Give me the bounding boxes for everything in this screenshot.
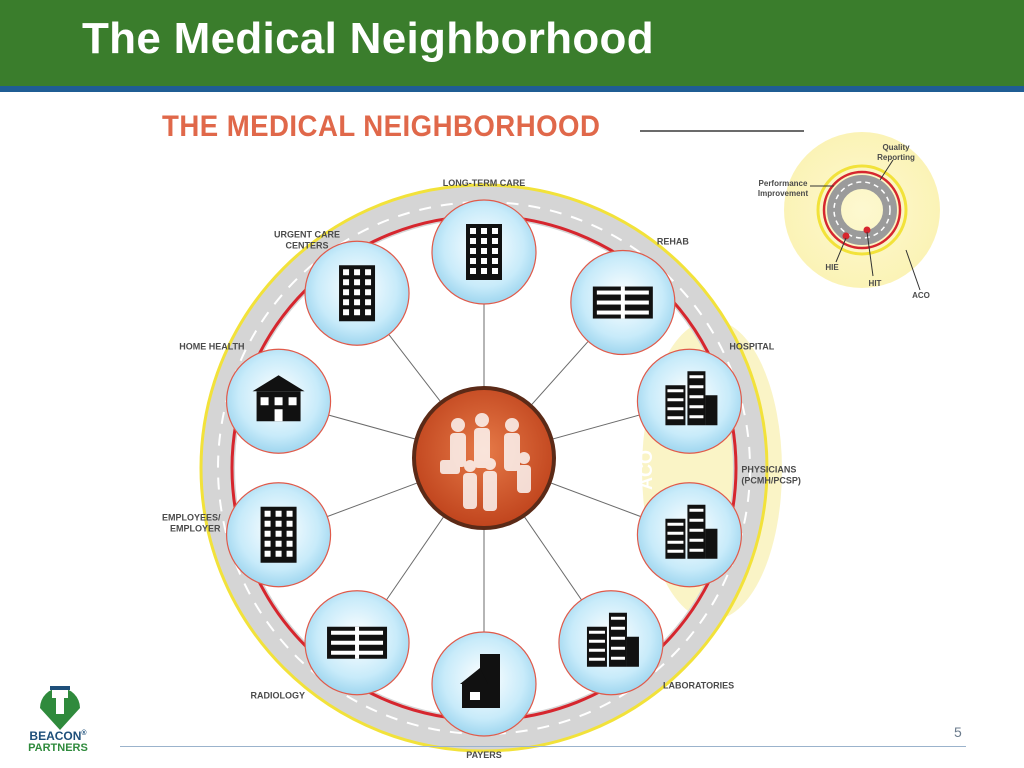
node-label-urgent-care-centers-line2: CENTERS [286,240,329,250]
legend-hie-dot [842,232,850,240]
aco-band-label: ACO [636,450,656,490]
laboratory-buildings-icon [586,612,639,667]
footer-rule [120,746,966,747]
apartment-building-icon [466,224,502,280]
legend-hit-pointer [866,231,874,277]
node-rehab: REHAB [570,237,690,356]
legend-diagram: Quality Reporting Performance Improvemen… [758,132,940,300]
legend-performance-line2: Improvement [758,189,809,198]
node-label-employees-employer: EMPLOYEES/ [162,513,221,523]
node-label-physicians-line2: (PCMH/PCSP) [741,476,801,486]
legend-quality-pointer [879,159,894,181]
node-payers: PAYERS [431,631,537,760]
logo-line2: PARTNERS [28,742,88,754]
diagram-title-rule [640,130,804,132]
legend-hie-pointer [835,237,847,263]
road-lane-dashes [217,201,751,735]
node-label-physicians: PHYSICIANS [741,465,796,475]
rehab-building-icon [592,286,653,319]
node-home-health: HOME HEALTH [179,341,332,454]
diagram-title: THE MEDICAL NEIGHBORHOOD [162,110,601,143]
node-radiology: RADIOLOGY [251,590,410,701]
legend-road-dashes [833,181,891,239]
node-label-home-health: HOME HEALTH [179,341,244,351]
road-outer-line [199,183,769,753]
office-tower-icon [665,504,718,559]
logo-line1: BEACON® [14,729,102,743]
urgent-care-building-icon [339,265,376,322]
title-underline [0,86,1024,92]
center-hub [412,386,556,530]
node-label-urgent-care-centers: URGENT CARE [274,229,340,239]
node-employees-employer: EMPLOYEES/EMPLOYER [162,482,332,588]
hospital-building-icon [665,371,718,426]
employer-building-icon [260,506,297,563]
family-silhouette-icon [440,413,531,511]
legend-quality-line2: Reporting [877,153,915,162]
node-label-hospital: HOSPITAL [729,341,774,351]
logo-line1-text: BEACON [29,729,82,743]
page-number: 5 [954,724,962,740]
node-label-payers: PAYERS [466,750,502,760]
legend-aco-ring [816,164,908,256]
node-label-radiology: RADIOLOGY [251,691,306,701]
legend-glow [784,132,940,288]
beacon-logo-icon [40,686,80,730]
legend-hit-dot [863,226,871,234]
legend-hit-ring [822,170,902,250]
node-label-employees-employer-line2: EMPLOYER [170,524,221,534]
node-long-term-care: LONG-TERM CARE [431,178,537,305]
radiology-building-icon [327,626,388,659]
legend-quality-line1: Quality [882,143,910,152]
nodes: LONG-TERM CARE REHAB HOSPITAL PHYSICIANS(PC… [162,178,801,760]
legend-aco-pointer [905,249,921,291]
legend-hie-label: HIE [825,263,839,272]
legend-hit-label: HIT [869,279,882,288]
slide-title: The Medical Neighborhood [82,14,654,63]
legend-aco-label: ACO [912,291,930,300]
node-hospital: HOSPITAL [636,341,775,454]
node-label-long-term-care: LONG-TERM CARE [443,178,526,188]
node-label-laboratories: LABORATORIES [663,681,734,691]
node-label-rehab: REHAB [657,237,690,247]
node-laboratories: LABORATORIES [558,590,734,696]
title-bar: The Medical Neighborhood [0,0,1024,92]
house-icon [252,375,305,422]
node-physicians: PHYSICIANS(PCMH/PCSP) [636,465,801,588]
payer-building-icon [460,654,500,708]
legend-performance-line1: Performance [759,179,808,188]
logo-trademark: ® [81,730,87,737]
